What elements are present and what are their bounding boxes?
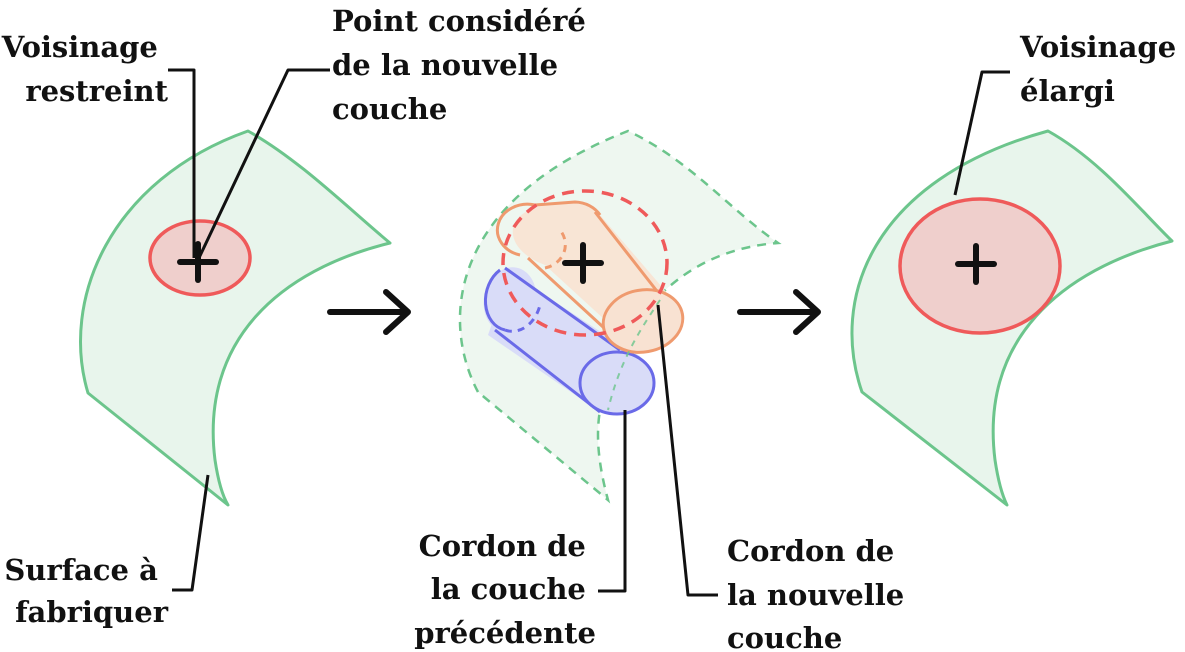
leader-restricted — [168, 68, 196, 258]
label-enlarged-neighborhood: Voisinage élargi — [1019, 30, 1185, 108]
plus-icon — [562, 242, 604, 284]
previous-layer-bead — [483, 266, 656, 416]
leader-point — [196, 68, 330, 261]
panel-enlarged — [850, 129, 1174, 507]
panel-beads — [458, 129, 782, 504]
new-layer-bead — [495, 200, 685, 354]
label-surface: Surface à fabriquer — [4, 553, 168, 629]
label-considered-point: Point considéré de la nouvelle couche — [332, 4, 596, 126]
label-previous-bead: Cordon de la couche précédente — [414, 529, 596, 650]
label-new-bead: Cordon de la nouvelle couche — [727, 534, 914, 652]
label-restricted-neighborhood: Voisinage restreint — [1, 30, 169, 108]
surface-patch-left — [79, 129, 392, 507]
arrow-right-icon — [327, 289, 411, 335]
plus-icon — [955, 243, 997, 285]
arrow-right-icon — [737, 289, 821, 335]
leader-new-bead — [656, 304, 718, 597]
panel-restricted — [79, 129, 392, 507]
plus-icon — [177, 241, 219, 283]
leader-previous-bead — [598, 410, 627, 593]
leader-surface — [172, 474, 210, 592]
leader-enlarged — [953, 70, 1010, 196]
neighborhood-dashed — [501, 189, 669, 337]
